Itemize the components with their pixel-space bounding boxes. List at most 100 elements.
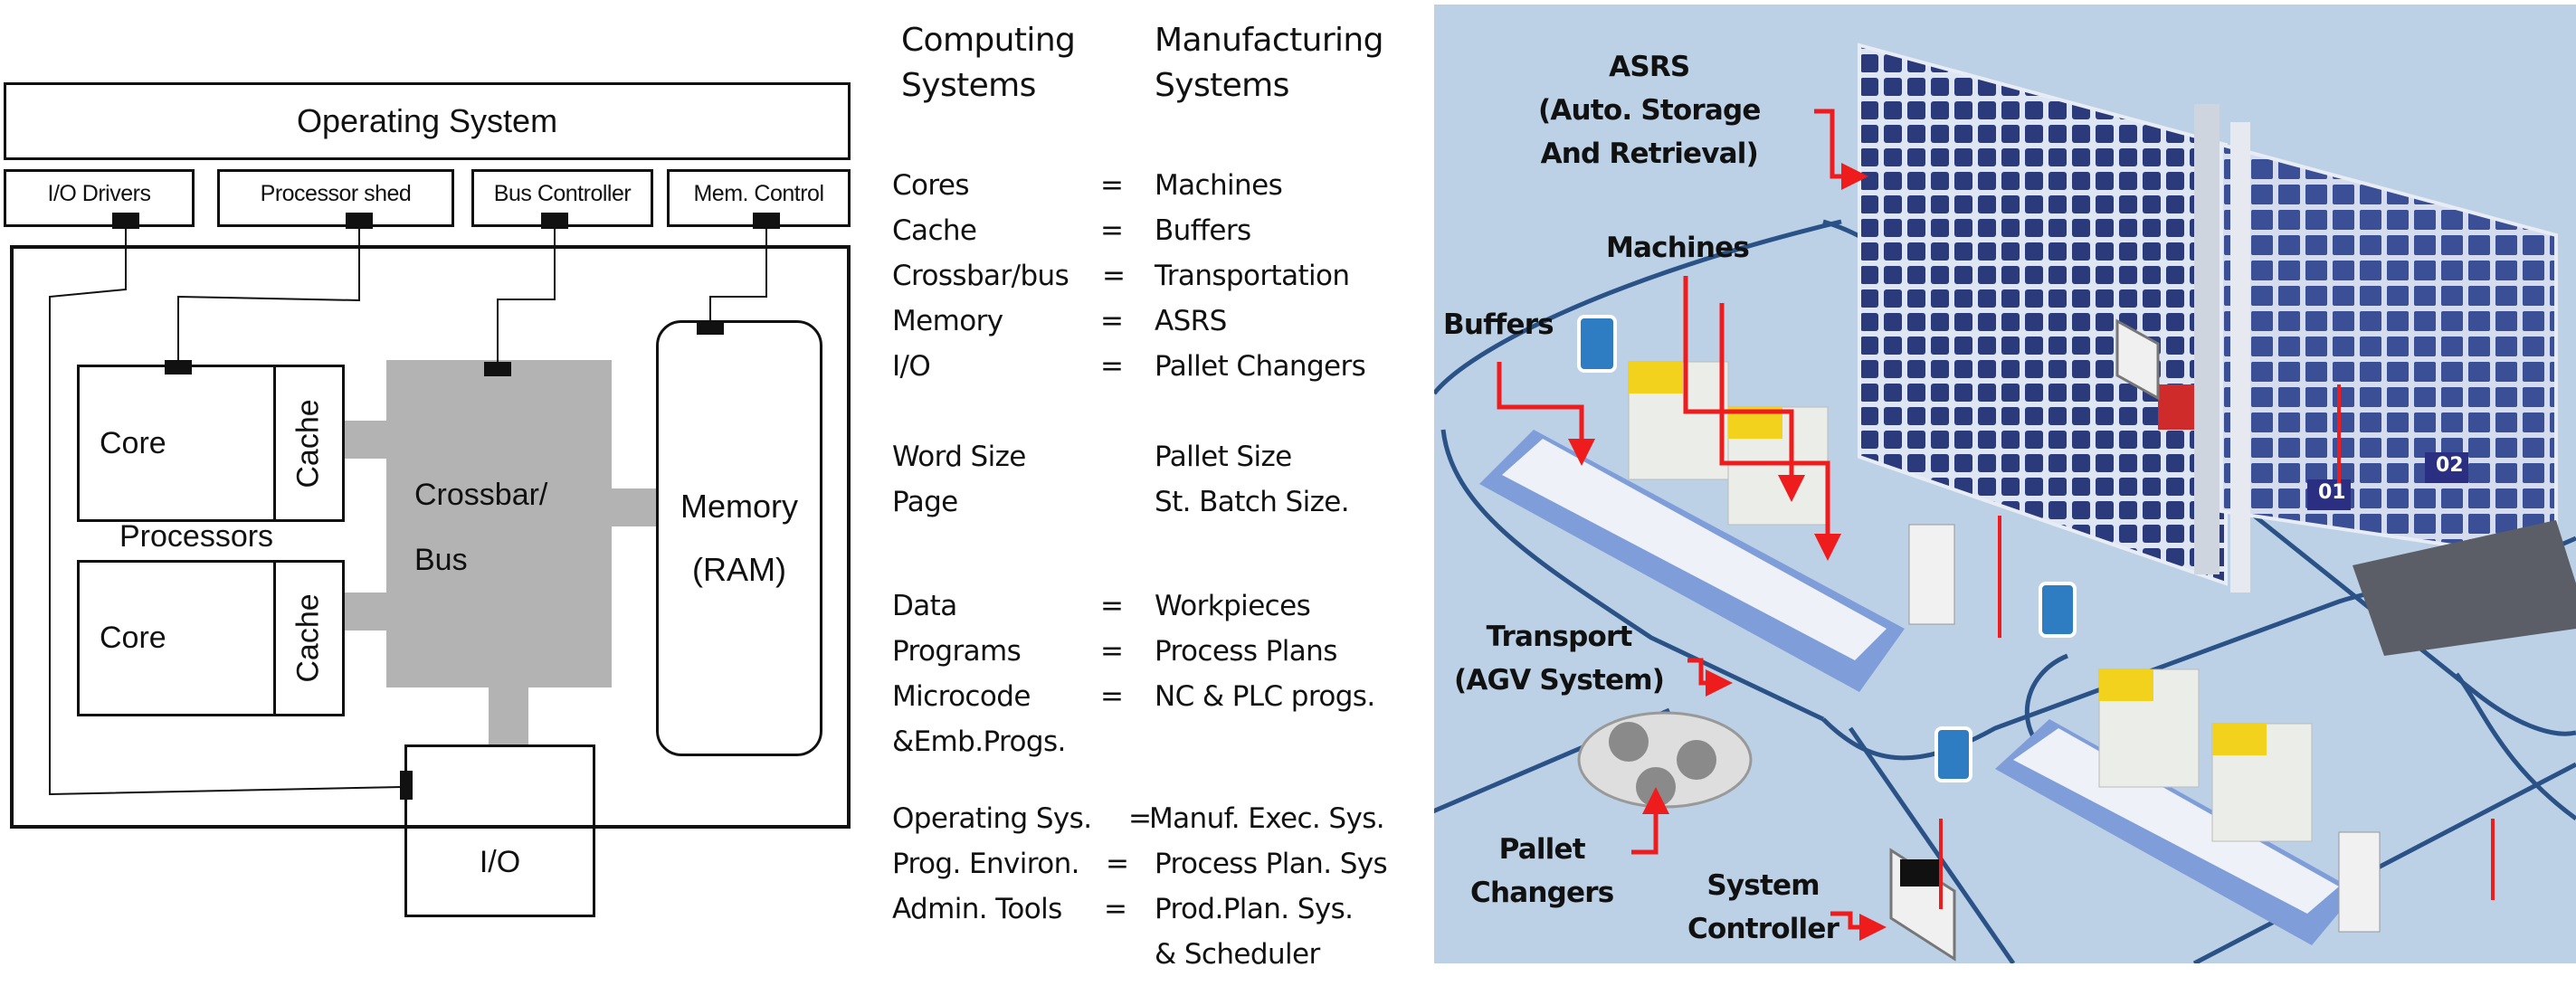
manufacturing-system-illustration: 01 02 ASRS (Auto. Storage And Retrieval)…: [1434, 5, 2576, 963]
callout-pallet-changers-line2: Changers: [1470, 877, 1614, 909]
callout-asrs-line1: ASRS: [1609, 51, 1690, 83]
callout-transport-line2: (AGV System): [1454, 664, 1665, 697]
factory-scene-graphics: [1434, 43, 2576, 963]
bus-controller-port: [541, 213, 568, 229]
processor-shed-box: Processor shed: [217, 169, 454, 227]
equals-sign: =: [1106, 848, 1129, 880]
io-drivers-box: I/O Drivers: [4, 169, 195, 227]
memory-label-line1: Memory: [680, 488, 798, 525]
crossbar-label-line2: Bus: [414, 543, 468, 577]
callout-asrs: ASRS (Auto. Storage And Retrieval): [1538, 45, 1761, 175]
wire-bus-controller: [497, 229, 556, 362]
arrow-machines-1: [1683, 276, 1805, 502]
callout-transport: Transport (AGV System): [1454, 615, 1665, 702]
header-manufacturing-line2: Systems: [1155, 67, 1289, 104]
io-box: I/O: [404, 744, 595, 917]
callout-transport-line1: Transport: [1486, 621, 1633, 653]
manufacturing-term: St. Batch Size.: [1155, 486, 1350, 518]
header-computing-line2: Systems: [901, 67, 1036, 104]
crossbar-link-cache1: [344, 421, 387, 459]
crossbar-label-line1: Crossbar/: [414, 478, 548, 512]
equals-sign: =: [1100, 305, 1124, 337]
mem-control-label: Mem. Control: [693, 181, 824, 206]
processor-shed-label: Processor shed: [260, 181, 412, 206]
crossbar-link-io: [489, 687, 528, 745]
core-1-port: [165, 360, 192, 375]
operating-system-label: Operating System: [296, 102, 558, 139]
callout-buffers-line1: Buffers: [1443, 308, 1554, 341]
equals-sign: =: [1100, 350, 1124, 383]
mem-control-port: [753, 213, 780, 229]
header-computing: Computing Systems: [901, 18, 1076, 109]
wire-mem-control: [709, 229, 767, 322]
header-manufacturing-line1: Manufacturing: [1155, 22, 1383, 59]
agv-vehicles: [1577, 315, 2077, 782]
manufacturing-term: Workpieces: [1155, 590, 1311, 622]
rack-tag-02-bg: [2425, 452, 2468, 483]
computing-term: Crossbar/bus: [892, 260, 1069, 292]
manufacturing-term: Transportation: [1155, 260, 1350, 292]
equals-sign: =: [1100, 680, 1124, 713]
rack-tag-01: 01: [2318, 481, 2346, 504]
processor-shed-port: [346, 213, 373, 229]
callout-system-controller-line2: Controller: [1687, 913, 1839, 945]
controller-links: [1939, 384, 2495, 909]
callout-machines-line1: Machines: [1606, 232, 1750, 264]
core-1-label: Core: [100, 425, 166, 460]
operating-system-box: Operating System: [4, 82, 851, 160]
memory-label-line2: (RAM): [692, 551, 786, 588]
arrow-pallet-changers: [1631, 787, 1669, 855]
rack-tag-02: 02: [2436, 454, 2464, 477]
equals-sign: =: [1128, 802, 1152, 835]
memory-port: [697, 320, 724, 335]
manufacturing-term: Process Plans: [1155, 635, 1337, 668]
manufacturing-term: NC & PLC progs.: [1155, 680, 1375, 713]
cache-1-box: Cache: [273, 365, 345, 522]
crossbar-port: [484, 362, 511, 376]
cache-2-box: Cache: [273, 560, 345, 716]
manufacturing-term: & Scheduler: [1155, 938, 1320, 971]
computing-term: Prog. Environ.: [892, 848, 1079, 880]
manufacturing-term: Machines: [1155, 169, 1283, 202]
bus-controller-label: Bus Controller: [493, 181, 632, 206]
io-label: I/O: [479, 845, 521, 879]
callout-pallet-changers: Pallet Changers: [1470, 828, 1614, 915]
system-controller-consoles: [1889, 318, 2160, 962]
machine-cell-upper: [1479, 361, 1955, 692]
computing-term: Programs: [892, 635, 1022, 668]
io-port: [400, 771, 413, 800]
asrs-rack: [1858, 43, 2576, 656]
memory-ram-box: Memory (RAM): [656, 320, 822, 756]
crossbar-link-cache2: [344, 593, 387, 630]
computing-term: Word Size: [892, 441, 1026, 473]
control-wires: [49, 229, 767, 796]
equals-sign: =: [1102, 260, 1126, 292]
computing-term: Admin. Tools: [892, 893, 1062, 925]
manufacturing-term: Manuf. Exec. Sys.: [1149, 802, 1385, 835]
callout-asrs-line2: (Auto. Storage: [1538, 94, 1761, 127]
arrow-asrs: [1814, 109, 1868, 190]
system-boundary-box: [10, 245, 851, 829]
equals-sign: =: [1100, 169, 1124, 202]
manufacturing-term: Buffers: [1155, 214, 1251, 247]
header-computing-line1: Computing: [901, 22, 1076, 59]
io-drivers-port: [112, 213, 139, 229]
callout-machines: Machines: [1606, 226, 1750, 270]
wire-processor-shed: [177, 229, 360, 362]
bus-controller-box: Bus Controller: [471, 169, 653, 227]
processors-label: Processors: [119, 519, 274, 554]
arrow-system-controller: [1830, 911, 1887, 941]
callout-buffers: Buffers: [1443, 303, 1554, 346]
callout-arrows: [1497, 109, 1887, 941]
manufacturing-term: Pallet Size: [1155, 441, 1292, 473]
computing-term: Operating Sys.: [892, 802, 1092, 835]
header-manufacturing: Manufacturing Systems: [1155, 18, 1383, 109]
wire-io-drivers: [49, 229, 403, 796]
equals-sign: =: [1100, 214, 1124, 247]
manufacturing-term: Pallet Changers: [1155, 350, 1366, 383]
computing-term: Page: [892, 486, 958, 518]
crossbar-link-memory: [612, 488, 657, 526]
pallet-changer-unit: [1577, 711, 1753, 809]
computing-term: I/O: [892, 350, 931, 383]
machine-cell-lower: [1995, 668, 2381, 945]
